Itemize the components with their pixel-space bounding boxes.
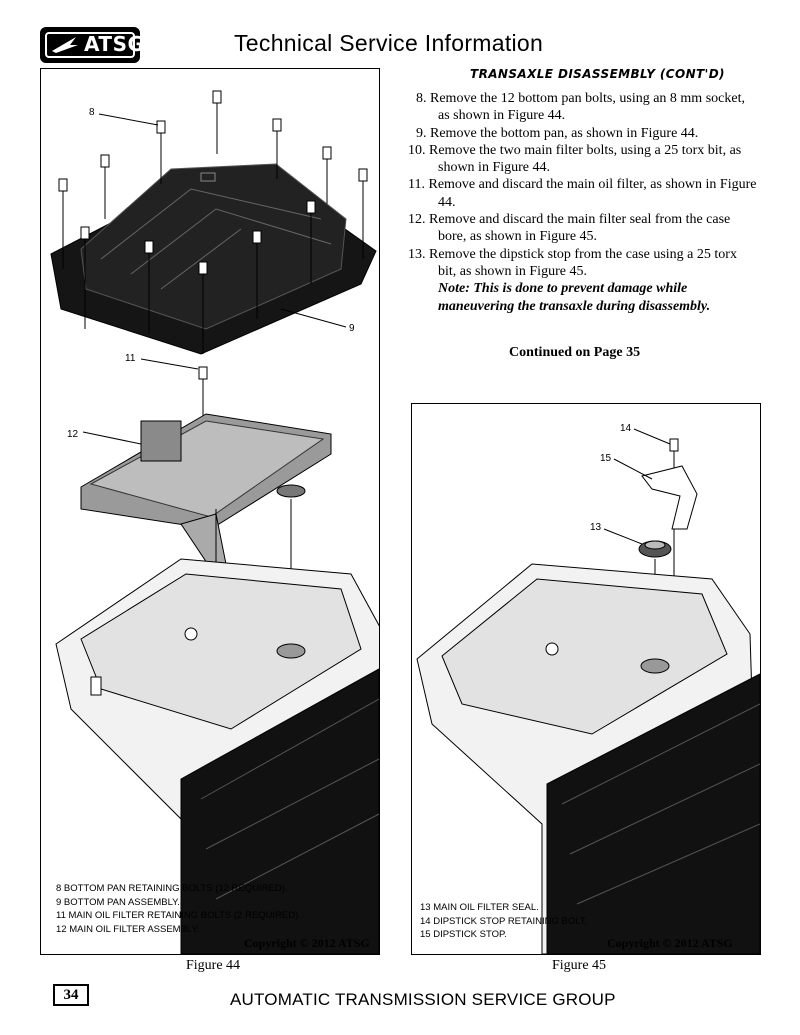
section-heading: TRANSAXLE DISASSEMBLY (CONT'D) [470, 67, 725, 81]
callout-11: 11 [125, 353, 136, 364]
atsg-logo: ATSG [40, 27, 144, 63]
legend-item-9: 9 BOTTOM PAN ASSEMBLY. [56, 896, 180, 908]
legend-item-15: 15 DIPSTICK STOP. [420, 929, 507, 940]
figure-44-caption: Figure 44 [186, 958, 241, 973]
footer-text: AUTOMATIC TRANSMISSION SERVICE GROUP [230, 990, 616, 1009]
transaxle-case-drawing [55, 558, 379, 954]
step-8: 8. Remove the 12 bottom pan bolts, using… [416, 91, 745, 124]
legend-item-8: 8 BOTTOM PAN RETAINING BOLTS (12 REQUIRE… [56, 883, 288, 894]
legend-item-11: 11 MAIN OIL FILTER RETAINING BOLTS (2 RE… [56, 910, 301, 921]
page-number: 34 [53, 984, 89, 1006]
step-11: 11. Remove and discard the main oil filt… [408, 177, 757, 210]
callout-14: 14 [620, 423, 632, 434]
callout-9: 9 [349, 323, 355, 334]
step-10: 10. Remove the two main filter bolts, us… [408, 142, 742, 176]
instruction-steps: 8. Remove the 12 bottom pan bolts, using… [408, 90, 758, 315]
figure-44-copyright: Copyright © 2012 ATSG [244, 936, 370, 950]
oil-filter-drawing [80, 413, 332, 570]
bottom-pan-drawing [50, 163, 377, 355]
callout-13: 13 [590, 522, 602, 533]
step-9: 9. Remove the bottom pan, as shown in Fi… [416, 125, 699, 141]
legend-item-13: 13 MAIN OIL FILTER SEAL. [420, 902, 539, 913]
page-title: Technical Service Information [234, 30, 544, 56]
figure-45-caption: Figure 45 [552, 958, 607, 973]
callout-15: 15 [600, 453, 612, 464]
figure-45-legend: 13 MAIN OIL FILTER SEAL. 14 DIPSTICK STO… [420, 901, 587, 942]
figure-45-illustration: 14 15 13 [416, 423, 760, 954]
figure-44-illustration: 8 9 11 12 [50, 90, 379, 954]
legend-item-12: 12 MAIN OIL FILTER ASSEMBLY. [56, 923, 200, 935]
legend-item-14: 14 DIPSTICK STOP RETAINING BOLT. [420, 915, 588, 927]
step-12: 12. Remove and discard the main filter s… [408, 212, 731, 245]
figure-44-frame: 8 9 11 12 8 BOTTO [40, 68, 380, 955]
figure-45-copyright: Copyright © 2012 ATSG [607, 936, 733, 950]
callout-12: 12 [67, 429, 79, 440]
logo-text: ATSG [84, 32, 145, 56]
figure-45-frame: 14 15 13 13 MAIN OIL FILTER SEAL. 14 DIP… [411, 403, 761, 955]
logo-emblem-icon [52, 37, 78, 53]
transaxle-case-drawing-45 [416, 563, 760, 954]
continued-text: Continued on Page 35 [509, 345, 641, 360]
figure-44-legend: 8 BOTTOM PAN RETAINING BOLTS (12 REQUIRE… [56, 882, 301, 936]
callout-8: 8 [89, 107, 95, 118]
pan-bolts-drawing [58, 90, 368, 354]
note-text: Note: This is done to prevent damage whi… [438, 281, 711, 314]
step-13: 13. Remove the dipstick stop from the ca… [408, 246, 737, 279]
